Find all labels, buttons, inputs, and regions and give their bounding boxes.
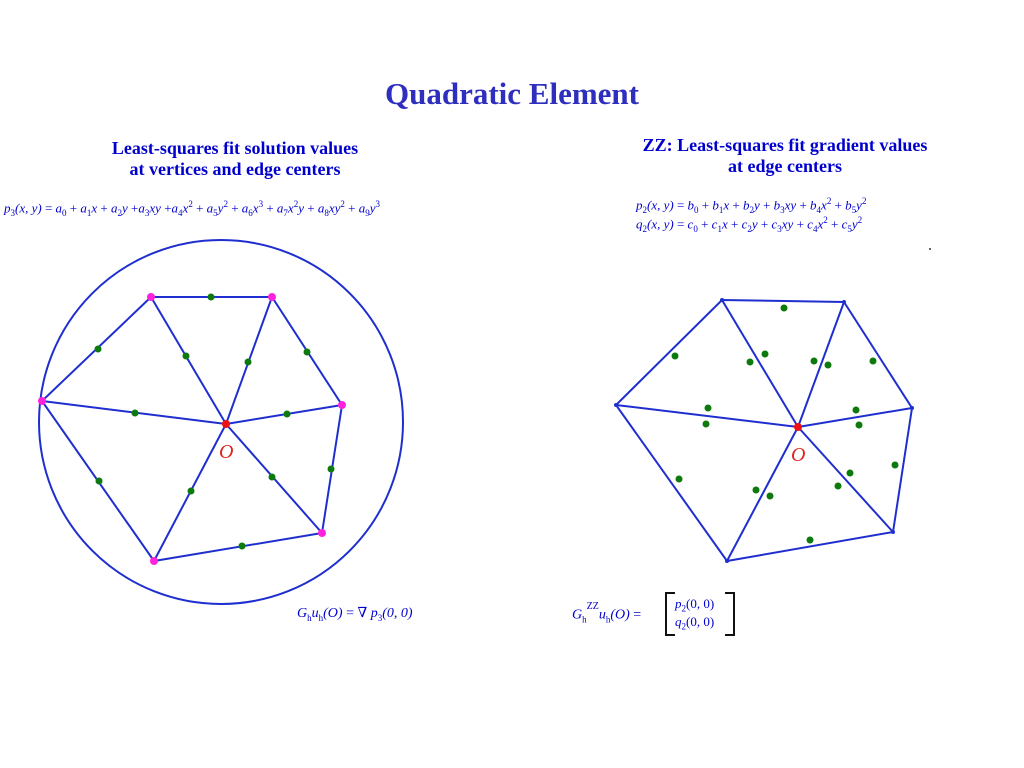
right-vertex-point	[720, 298, 724, 302]
right-edge-point	[852, 406, 860, 414]
vector-entry-q2: q2(0, 0)	[675, 614, 715, 632]
right-spoke	[797, 426, 894, 533]
right-center-point	[794, 423, 802, 431]
right-patch: O	[614, 248, 931, 563]
vector-entry-p2: p2(0, 0)	[675, 596, 715, 614]
left-vertex-point	[318, 529, 326, 537]
right-edge-point	[780, 304, 788, 312]
right-spoke	[797, 301, 845, 428]
right-hexagon-outline	[614, 298, 914, 563]
left-midpoint	[283, 410, 291, 418]
right-heading: ZZ: Least-squares fit gradient values at…	[600, 135, 970, 177]
nabla-symbol: ∇	[357, 606, 368, 621]
left-midpoint	[187, 487, 195, 495]
left-midpoint	[268, 473, 276, 481]
right-vertex-point	[725, 559, 729, 563]
right-edge-point	[704, 404, 712, 412]
right-edge-point	[810, 357, 818, 365]
left-center-point	[222, 420, 230, 428]
vector-bracket: p2(0, 0) q2(0, 0)	[665, 591, 735, 637]
left-vertex-point	[38, 397, 46, 405]
right-edge-point	[806, 536, 814, 544]
left-heading-line2: at vertices and edge centers	[129, 159, 341, 179]
left-vertex-point	[268, 293, 276, 301]
left-patch: O	[38, 239, 404, 605]
left-hexagon-outline	[40, 296, 344, 563]
right-center-label: O	[791, 444, 805, 466]
left-midpoint	[94, 345, 102, 353]
left-midpoint	[238, 542, 246, 550]
p3-formula: p3(x, y) = a0 + a1x + a2y +a3xy +a4x2 + …	[4, 199, 380, 218]
left-midpoint	[95, 477, 103, 485]
left-vertex-point	[338, 401, 346, 409]
left-midpoint	[131, 409, 139, 417]
right-edge-point	[846, 469, 854, 477]
right-edge-point	[702, 420, 710, 428]
right-heading-line2: at edge centers	[728, 156, 842, 176]
right-edge-point	[752, 486, 760, 494]
p2-formula: p2(x, y) = b0 + b1x + b2y + b3xy + b4x2 …	[636, 196, 867, 215]
right-edge-point	[761, 350, 769, 358]
right-vertex-point	[910, 406, 914, 410]
left-midpoint	[182, 352, 190, 360]
left-midpoint	[207, 293, 215, 301]
right-vertex-point	[614, 403, 618, 407]
q2-formula: q2(x, y) = c0 + c1x + c2y + c3xy + c4x2 …	[636, 215, 863, 234]
right-edge-point	[869, 357, 877, 365]
right-spoke	[615, 404, 799, 428]
right-heading-line1: ZZ: Least-squares fit gradient values	[642, 135, 928, 155]
left-center-label: O	[219, 441, 233, 463]
left-vertex-point	[147, 293, 155, 301]
right-vertex-point	[842, 300, 846, 304]
right-vertex-point	[891, 530, 895, 534]
left-midpoint	[327, 465, 335, 473]
left-heading-line1: Least-squares fit solution values	[111, 138, 359, 158]
right-edge-point	[671, 352, 679, 360]
left-gradient-formula: Ghuh(O) = ∇ p3(0, 0)	[297, 606, 413, 623]
left-vertex-point	[150, 557, 158, 565]
left-midpoint	[244, 358, 252, 366]
stray-dot	[929, 248, 931, 250]
right-edge-point	[675, 475, 683, 483]
right-edge-point	[891, 461, 899, 469]
slide-title: Quadratic Element	[385, 76, 639, 111]
right-edge-point	[834, 482, 842, 490]
left-heading: Least-squares fit solution values at ver…	[60, 138, 410, 180]
right-spoke	[726, 426, 799, 562]
right-edge-point	[824, 361, 832, 369]
right-edge-point	[766, 492, 774, 500]
right-edge-point	[746, 358, 754, 366]
left-enclosing-circle	[38, 239, 404, 605]
left-spoke	[150, 296, 227, 425]
left-midpoint	[303, 348, 311, 356]
right-spoke	[797, 407, 913, 428]
right-edge-point	[855, 421, 863, 429]
right-spoke	[721, 299, 799, 428]
